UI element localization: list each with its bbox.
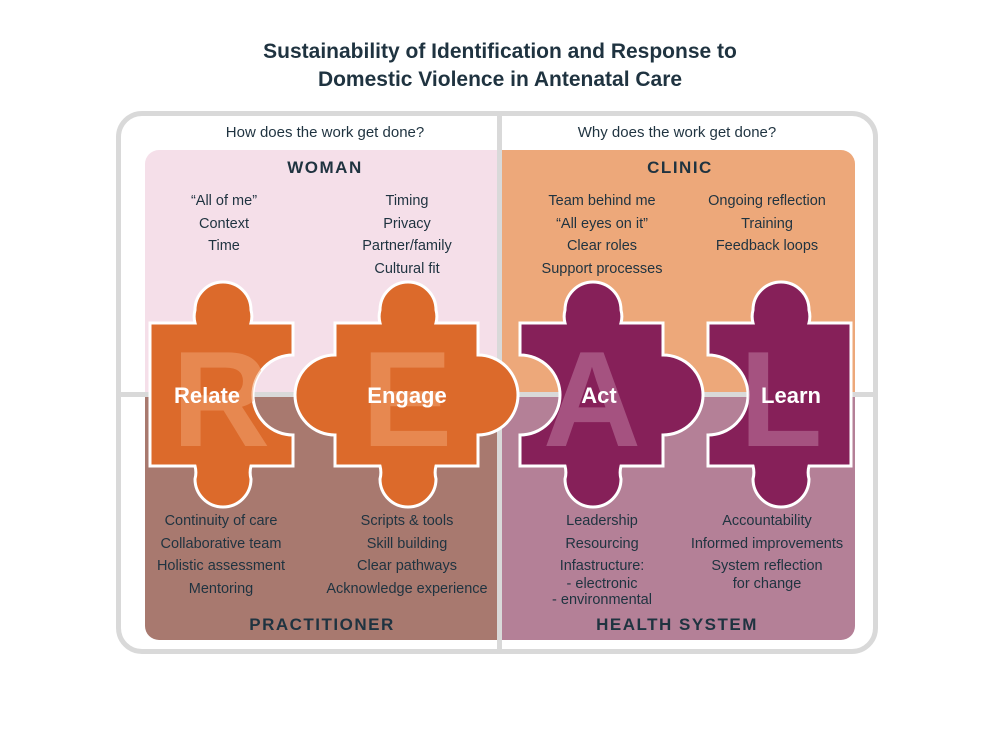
list-item: - environmental [552,592,652,608]
question-why: Why does the work get done? [577,124,777,141]
list-item: System reflection [711,558,823,574]
piece-label-learn: Learn [761,383,821,408]
practitioner-right-list: Scripts & tools Skill building Clear pat… [307,510,507,600]
label-clinic: CLINIC [647,158,713,177]
piece-label-engage: Engage [367,383,446,408]
piece-letter-l: L [739,323,822,475]
piece-label-relate: Relate [174,383,240,408]
list-item: Resourcing [565,535,639,552]
list-item: Collaborative team [160,535,282,552]
health-right-list: Accountability Informed improvements Sys… [667,510,867,591]
list-item: Skill building [366,535,448,552]
list-item: Clear roles [566,238,638,254]
list-item: Timing [385,193,429,209]
list-item: Holistic assessment [156,558,286,574]
title-line-1: Sustainability of Identification and Res… [263,40,737,63]
list-item: for change [732,576,802,592]
list-item: Time [208,238,240,254]
piece-label-act: Act [581,383,617,408]
title-line-2: Domestic Violence in Antenatal Care [317,68,683,91]
clinic-left-list: Team behind me “All eyes on it” Clear ro… [502,190,702,280]
list-item: Accountability [722,513,812,529]
list-item: Acknowledge experience [326,580,488,597]
practitioner-left-list: Continuity of care Collaborative team Ho… [121,510,321,600]
list-item: Infastructure: [559,558,645,574]
piece-letter-e: E [362,323,453,475]
puzzle-piece-engage: E Engage [293,280,520,509]
question-how: How does the work get done? [225,124,425,141]
puzzle-piece-learn: L Learn [706,280,853,509]
list-item: Team behind me [548,193,656,209]
list-item: Support processes [541,260,663,277]
list-item: Cultural fit [374,260,440,277]
label-practitioner: PRACTITIONER [249,615,395,634]
list-item: Context [199,215,249,232]
list-item: Training [741,215,793,232]
list-item: Mentoring [188,580,254,597]
puzzle-piece-act: A Act [518,280,705,509]
health-left-list: Leadership Resourcing Infastructure: - e… [502,510,702,608]
list-item: Feedback loops [715,238,819,254]
woman-left-list: “All of me” Context Time [124,190,324,258]
puzzle-piece-relate: R Relate [148,280,295,509]
list-item: Clear pathways [357,558,457,574]
list-item: Partner/family [362,238,452,254]
list-item: - electronic [566,576,638,592]
list-item: Leadership [566,513,638,529]
list-item: “All of me” [190,193,258,209]
list-item: Privacy [383,215,431,232]
woman-right-list: Timing Privacy Partner/family Cultural f… [307,190,507,280]
list-item: Informed improvements [690,535,844,552]
label-health-system: HEALTH SYSTEM [596,615,758,634]
list-item: Continuity of care [164,513,278,529]
list-item: “All eyes on it” [556,215,648,232]
label-woman: WOMAN [287,158,363,177]
list-item: Scripts & tools [360,513,454,529]
list-item: Ongoing reflection [708,193,826,209]
clinic-right-list: Ongoing reflection Training Feedback loo… [667,190,867,258]
